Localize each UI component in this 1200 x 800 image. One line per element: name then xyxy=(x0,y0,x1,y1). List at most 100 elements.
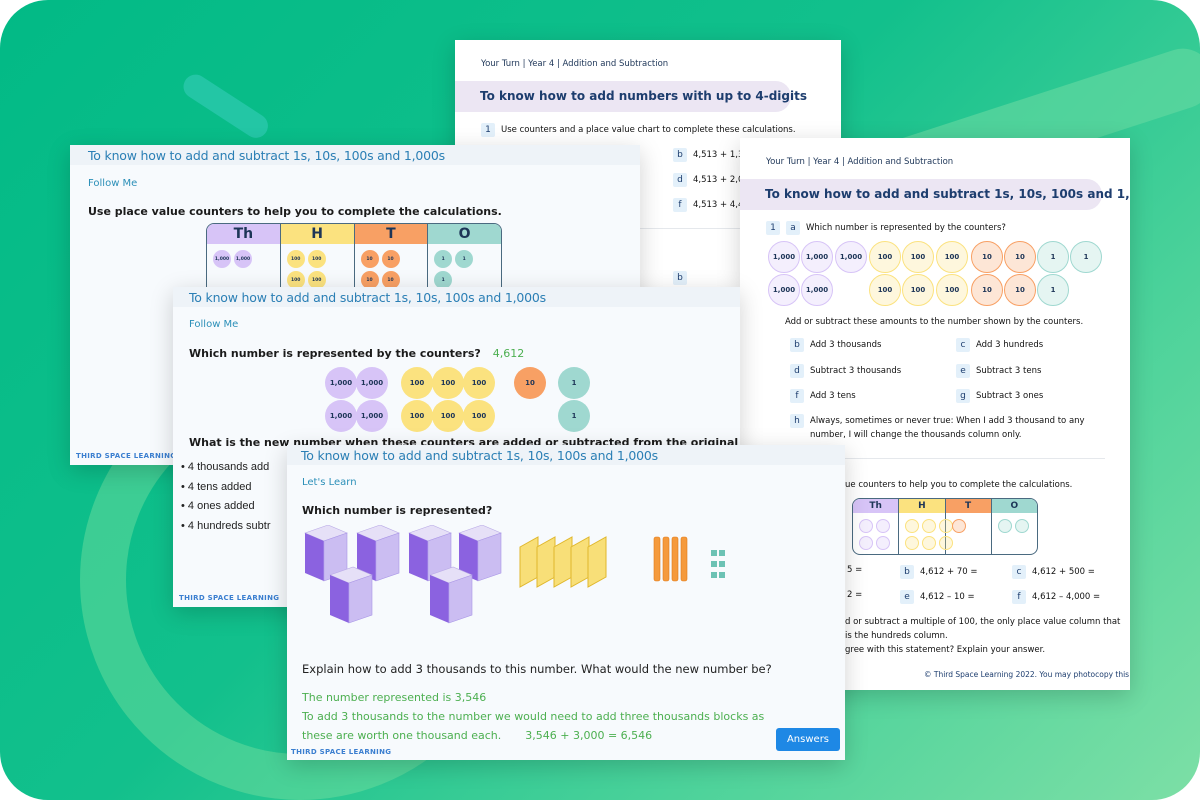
hundred-counter: 100 xyxy=(936,274,968,306)
hundred-counter: 100 xyxy=(401,367,433,399)
one-counter: 1 xyxy=(558,367,590,399)
one-counter: 1 xyxy=(558,400,590,432)
calc-item: 5 = xyxy=(847,565,863,575)
counter xyxy=(905,536,920,550)
thousand-cube xyxy=(305,533,324,581)
bullet-item: • 4 ones added xyxy=(181,500,255,512)
counter xyxy=(951,519,966,533)
explain-prompt: Explain how to add 3 thousands to this n… xyxy=(302,662,772,676)
column-header: T xyxy=(354,224,428,244)
slide-lets-learn: To know how to add and subtract 1s, 10s,… xyxy=(287,445,845,760)
hundred-counter: 100 xyxy=(869,241,901,273)
counter xyxy=(939,536,954,550)
column-th: Th xyxy=(853,499,900,554)
column-header: O xyxy=(991,499,1037,513)
column-o: O xyxy=(991,499,1037,554)
thousand-cube xyxy=(448,574,473,624)
thousand-counter: 1,000 xyxy=(768,241,800,273)
counter xyxy=(859,536,873,550)
third-space-learning-logo: THIRD SPACE LEARNING xyxy=(76,452,177,460)
hundred-counter: 100 xyxy=(432,367,464,399)
answers-button[interactable]: Answers xyxy=(776,728,840,751)
ten-counter: 10 xyxy=(1004,241,1036,273)
counter: 10 xyxy=(381,250,400,268)
thousand-counter: 1,000 xyxy=(835,241,867,273)
one-cube xyxy=(711,550,717,556)
question-label: a xyxy=(786,221,800,235)
ten-counter: 10 xyxy=(514,367,546,399)
thousand-cube xyxy=(348,574,373,624)
thousand-cube xyxy=(459,533,478,581)
question-number: 1 xyxy=(481,123,495,137)
ten-rod xyxy=(662,536,670,582)
counter xyxy=(922,519,937,533)
base-ten-blocks xyxy=(304,525,725,624)
ten-rod xyxy=(653,536,661,582)
one-cube xyxy=(711,572,717,578)
counter xyxy=(876,519,890,533)
hundred-counter: 100 xyxy=(936,241,968,273)
ten-rod xyxy=(680,536,688,582)
question: Which number is represented by the count… xyxy=(189,347,525,360)
one-cube xyxy=(719,572,725,578)
counter: 10 xyxy=(360,271,379,289)
thousand-cube xyxy=(430,575,449,623)
column-header: H xyxy=(280,224,354,244)
thousand-counter: 1,000 xyxy=(356,400,388,432)
column-h: H xyxy=(899,499,954,554)
counter: 1 xyxy=(434,250,453,268)
thousand-cube xyxy=(409,533,428,581)
calc-item: 2 = xyxy=(847,590,863,600)
statement: d or subtract a multiple of 100, the onl… xyxy=(845,617,1121,655)
counter xyxy=(876,536,890,550)
hundred-counter: 100 xyxy=(902,274,934,306)
hundred-flat xyxy=(587,536,607,588)
worksheet-title-band: To know how to add and subtract 1s, 10s,… xyxy=(740,179,1130,210)
worksheet-header: Your Turn | Year 4 | Addition and Subtra… xyxy=(766,157,954,167)
question-text: Use counters and a place value chart to … xyxy=(501,125,796,135)
counter: 100 xyxy=(307,271,326,289)
question-text: Which number is represented by the count… xyxy=(806,223,1006,233)
hundred-counter: 100 xyxy=(869,274,901,306)
section-label: Follow Me xyxy=(88,178,138,189)
column-header: Th xyxy=(207,224,280,244)
counter: 10 xyxy=(360,250,379,268)
counter: 1,000 xyxy=(213,250,231,268)
hundred-counter: 100 xyxy=(432,400,464,432)
counter: 1 xyxy=(455,250,474,268)
counter xyxy=(997,519,1012,533)
hundred-flat xyxy=(553,536,573,588)
decorative-pill xyxy=(178,70,273,143)
worksheet-title: To know how to add and subtract 1s, 10s,… xyxy=(765,187,1130,201)
thousand-cube xyxy=(330,575,349,623)
instruction: Add or subtract these amounts to the num… xyxy=(785,317,1084,327)
hundred-flat xyxy=(536,536,556,588)
column-header: T xyxy=(945,499,991,513)
column-header: H xyxy=(899,499,945,513)
counter: 1 xyxy=(434,271,453,289)
copyright-footer: © Third Space Learning 2022. You may pho… xyxy=(924,670,1130,679)
bullet-item: • 4 thousands add xyxy=(181,461,270,473)
counter xyxy=(905,519,920,533)
hundred-counter: 100 xyxy=(401,400,433,432)
question: Which number is represented? xyxy=(302,504,493,517)
third-space-learning-logo: THIRD SPACE LEARNING xyxy=(179,594,280,602)
thousand-counter: 1,000 xyxy=(325,367,357,399)
counter: 10 xyxy=(381,271,400,289)
question-number: 1 xyxy=(766,221,780,235)
